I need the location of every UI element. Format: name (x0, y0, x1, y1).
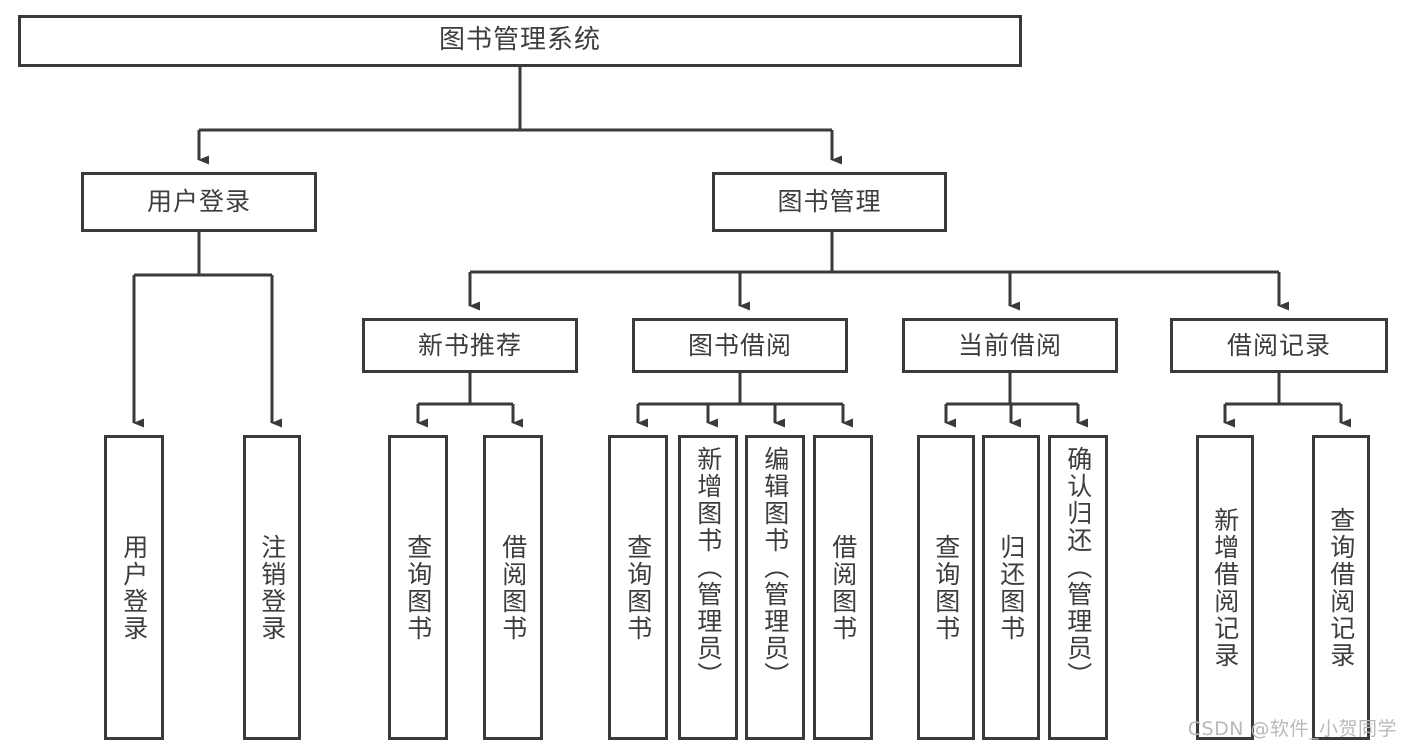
leaf-add-book-admin[interactable]: 新增图书（管理员） (678, 435, 738, 740)
leaf-add-book-admin-label: 新增图书（管理员） (693, 446, 723, 689)
node-book-management-label: 图书管理 (777, 187, 882, 216)
leaf-confirm-return-admin-label: 确认归还（管理员） (1063, 446, 1093, 689)
leaf-user-login[interactable]: 用户登录 (104, 435, 164, 740)
leaf-confirm-return-admin[interactable]: 确认归还（管理员） (1048, 435, 1108, 740)
leaf-add-borrow-record[interactable]: 新增借阅记录 (1196, 435, 1254, 740)
leaf-query-book-current-label: 查询图书 (931, 533, 961, 642)
leaf-user-login-label: 用户登录 (119, 533, 149, 642)
node-user-login[interactable]: 用户登录 (81, 172, 317, 232)
leaf-add-borrow-record-label: 新增借阅记录 (1210, 506, 1240, 669)
node-new-book-recommend[interactable]: 新书推荐 (362, 318, 578, 373)
leaf-edit-book-admin[interactable]: 编辑图书（管理员） (745, 435, 805, 740)
node-user-login-label: 用户登录 (146, 187, 251, 216)
leaf-query-borrow-record-label: 查询借阅记录 (1326, 506, 1356, 669)
leaf-user-logout-label: 注销登录 (257, 533, 287, 642)
node-current-borrow[interactable]: 当前借阅 (902, 318, 1118, 373)
node-root-label: 图书管理系统 (438, 25, 601, 56)
leaf-query-borrow-record[interactable]: 查询借阅记录 (1312, 435, 1370, 740)
leaf-query-book-borrow-label: 查询图书 (623, 533, 653, 642)
node-root[interactable]: 图书管理系统 (18, 15, 1022, 67)
node-current-borrow-label: 当前借阅 (957, 330, 1062, 360)
node-book-management[interactable]: 图书管理 (712, 172, 947, 232)
node-new-book-recommend-label: 新书推荐 (417, 330, 522, 360)
leaf-query-book-current[interactable]: 查询图书 (917, 435, 975, 740)
leaf-query-book-new[interactable]: 查询图书 (388, 435, 448, 740)
node-book-borrow[interactable]: 图书借阅 (632, 318, 848, 373)
leaf-borrow-book[interactable]: 借阅图书 (813, 435, 873, 740)
watermark: CSDN @软件_小贺同学 (1187, 718, 1397, 740)
leaf-return-book[interactable]: 归还图书 (982, 435, 1040, 740)
leaf-edit-book-admin-label: 编辑图书（管理员） (760, 446, 790, 689)
leaf-return-book-label: 归还图书 (996, 533, 1026, 642)
leaf-borrow-book-label: 借阅图书 (828, 533, 858, 642)
leaf-query-book-borrow[interactable]: 查询图书 (608, 435, 668, 740)
leaf-user-logout[interactable]: 注销登录 (243, 435, 301, 740)
node-book-borrow-label: 图书借阅 (687, 330, 792, 360)
leaf-borrow-book-new[interactable]: 借阅图书 (483, 435, 543, 740)
node-borrow-record-label: 借阅记录 (1226, 330, 1331, 360)
leaf-query-book-new-label: 查询图书 (403, 533, 433, 642)
leaf-borrow-book-new-label: 借阅图书 (498, 533, 528, 642)
node-borrow-record[interactable]: 借阅记录 (1170, 318, 1388, 373)
